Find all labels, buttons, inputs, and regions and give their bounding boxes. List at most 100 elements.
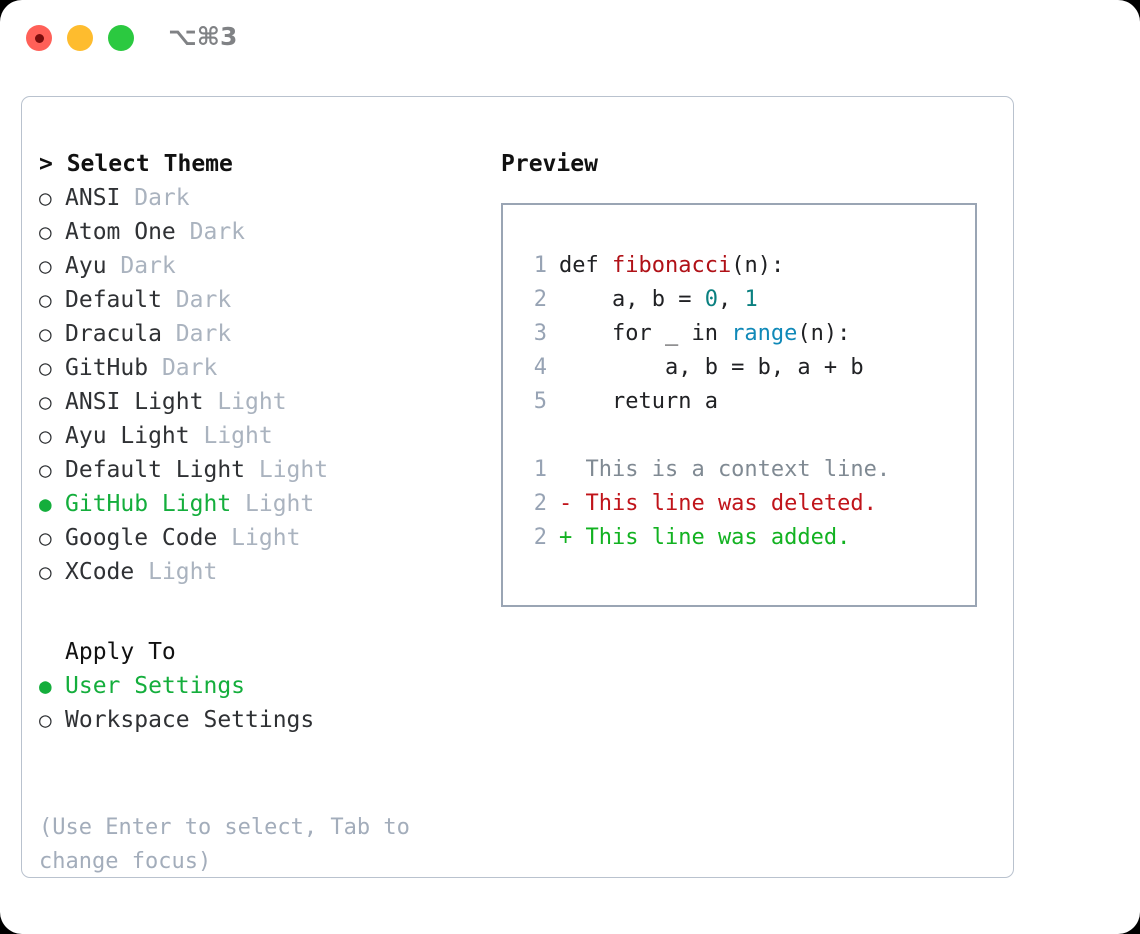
- diff-line-del: 2 - This line was deleted.: [521, 487, 975, 521]
- theme-option-10[interactable]: ○ Google Code Light: [39, 521, 489, 555]
- radio-unselected-icon: ○: [39, 458, 52, 482]
- radio-unselected-icon: ○: [39, 220, 52, 244]
- preview-heading: Preview: [501, 151, 598, 177]
- theme-option-label: Ayu: [65, 253, 107, 279]
- diff-sample: 1 This is a context line. 2 - This line wa…: [521, 453, 975, 555]
- radio-selected-icon: ●: [39, 674, 52, 698]
- theme-option-1[interactable]: ○ Atom One Dark: [39, 215, 489, 249]
- theme-option-label: Google Code: [65, 525, 218, 551]
- diff-line-text: - This line was deleted.: [559, 491, 877, 516]
- radio-unselected-icon: ○: [39, 322, 52, 346]
- radio-unselected-icon: ○: [39, 424, 52, 448]
- code-line-number: 3: [533, 321, 547, 346]
- theme-variant-tag: Dark: [148, 355, 218, 381]
- apply-to-option-label: User Settings: [65, 673, 246, 699]
- content-panel: > Select Theme ○ANSI Dark○Atom One Dark○…: [21, 96, 1014, 878]
- maximize-window-button[interactable]: [108, 25, 134, 51]
- syntax-token-plain: (n):: [731, 253, 785, 278]
- diff-line-context: 1 This is a context line.: [521, 453, 975, 487]
- theme-option-6[interactable]: ○ ANSI Light Light: [39, 385, 489, 419]
- theme-option-7[interactable]: ○ Ayu Light Light: [39, 419, 489, 453]
- radio-unselected-icon: ○: [39, 708, 52, 732]
- window-controls: [26, 25, 134, 51]
- theme-variant-tag: Dark: [161, 321, 232, 347]
- apply-to-option-1[interactable]: ○ Workspace Settings: [39, 703, 489, 737]
- code-line-number: 1: [533, 253, 547, 278]
- theme-variant-tag: Light: [217, 525, 301, 551]
- syntax-token-number: 0: [704, 287, 718, 312]
- title-bar: ⌥⌘3: [0, 0, 1140, 78]
- theme-option-label: Default: [65, 287, 162, 313]
- code-line: 5 return a: [521, 385, 975, 419]
- apply-to-option-0[interactable]: ● User Settings: [39, 669, 489, 703]
- theme-selection-column: > Select Theme ○ANSI Dark○Atom One Dark○…: [39, 147, 489, 737]
- radio-unselected-icon: ○: [39, 288, 52, 312]
- diff-line-text: + This line was added.: [559, 525, 851, 550]
- apply-to-heading: Apply To: [65, 639, 176, 665]
- theme-option-5[interactable]: ○ GitHub Dark: [39, 351, 489, 385]
- theme-option-label: Dracula: [65, 321, 162, 347]
- theme-option-3[interactable]: ○ Default Dark: [39, 283, 489, 317]
- theme-variant-tag: Dark: [161, 287, 232, 313]
- theme-option-9[interactable]: ● GitHub Light Light: [39, 487, 489, 521]
- code-line-number: 4: [533, 355, 547, 380]
- theme-option-0[interactable]: ○ANSI Dark: [39, 181, 489, 215]
- theme-option-2[interactable]: ○ Ayu Dark: [39, 249, 489, 283]
- theme-variant-tag: Dark: [106, 253, 176, 279]
- radio-unselected-icon: ○: [39, 390, 52, 414]
- theme-variant-tag: Dark: [175, 219, 246, 245]
- code-line: 1 def fibonacci(n):: [521, 249, 975, 283]
- radio-selected-icon: ●: [39, 492, 52, 516]
- radio-unselected-icon: ○: [39, 560, 52, 584]
- theme-option-label: GitHub: [65, 355, 149, 381]
- code-line: 2 a, b = 0, 1: [521, 283, 975, 317]
- syntax-token-function: fibonacci: [611, 253, 732, 278]
- theme-option-8[interactable]: ○ Default Light Light: [39, 453, 489, 487]
- theme-option-label: GitHub Light: [65, 491, 232, 517]
- radio-unselected-icon: ○: [39, 356, 52, 380]
- radio-unselected-icon: ○: [39, 186, 52, 210]
- minimize-window-button[interactable]: [67, 25, 93, 51]
- code-line-number: 5: [533, 389, 547, 414]
- diff-spacer: [521, 419, 975, 453]
- theme-option-label: XCode: [65, 559, 135, 585]
- theme-variant-tag: Light: [231, 491, 315, 517]
- select-theme-heading: > Select Theme: [39, 151, 233, 177]
- close-window-button[interactable]: [26, 25, 52, 51]
- syntax-token-plain: return a: [559, 389, 718, 414]
- diff-line-number: 2: [533, 491, 547, 516]
- code-line-number: 2: [533, 287, 547, 312]
- keyboard-shortcut-label: ⌥⌘3: [168, 22, 238, 51]
- theme-variant-tag: Light: [189, 423, 273, 449]
- syntax-token-builtin: range: [731, 321, 798, 346]
- syntax-token-plain: (n):: [797, 321, 851, 346]
- diff-line-number: 2: [533, 525, 547, 550]
- theme-variant-tag: Light: [203, 389, 287, 415]
- theme-option-label: Ayu Light: [65, 423, 190, 449]
- section-spacer: [39, 589, 489, 635]
- diff-line-text: This is a context line.: [559, 457, 891, 482]
- syntax-token-plain: a, b = b, a + b: [559, 355, 864, 380]
- apply-to-option-list: ● User Settings ○ Workspace Settings: [39, 669, 489, 737]
- keyboard-hint-text: (Use Enter to select, Tab to change focu…: [39, 815, 424, 874]
- theme-option-label: Default Light: [65, 457, 246, 483]
- diff-line-number: 1: [533, 457, 547, 482]
- theme-option-4[interactable]: ○ Dracula Dark: [39, 317, 489, 351]
- theme-variant-tag: Light: [245, 457, 329, 483]
- theme-option-label: ANSI: [65, 185, 121, 211]
- syntax-token-number: 1: [744, 287, 758, 312]
- apply-to-option-label: Workspace Settings: [65, 707, 315, 733]
- syntax-token-plain: def: [559, 253, 612, 278]
- theme-option-label: Atom One: [65, 219, 176, 245]
- syntax-token-plain: for _ in: [559, 321, 732, 346]
- radio-unselected-icon: ○: [39, 254, 52, 278]
- radio-unselected-icon: ○: [39, 526, 52, 550]
- theme-option-label: ANSI Light: [65, 389, 204, 415]
- theme-option-11[interactable]: ○ XCode Light: [39, 555, 489, 589]
- code-line: 3 for _ in range(n):: [521, 317, 975, 351]
- theme-variant-tag: Light: [134, 559, 218, 585]
